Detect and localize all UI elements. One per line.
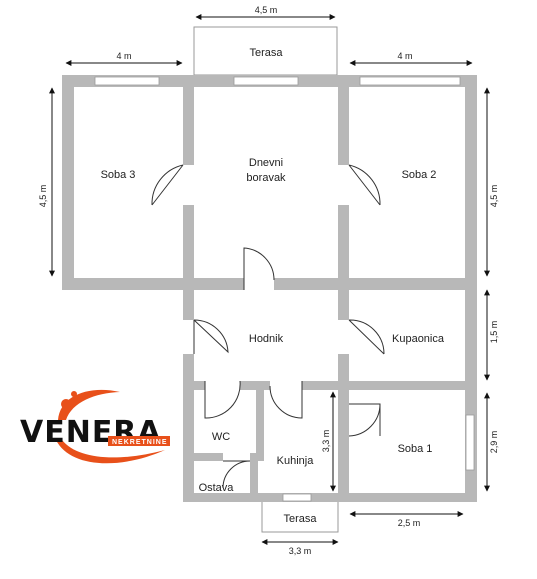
- room-ostava: Ostava: [199, 482, 235, 494]
- dim-soba2-width: 4 m: [397, 51, 412, 61]
- room-soba1: Soba 1: [398, 443, 433, 455]
- dim-kuhinja-height: 3,3 m: [321, 430, 331, 453]
- room-kupaonica: Kupaonica: [392, 333, 445, 345]
- room-hodnik: Hodnik: [249, 333, 284, 345]
- dimension-lines: [49, 14, 490, 545]
- room-dnevni-line2: boravak: [246, 172, 286, 184]
- dim-left-height: 4,5 m: [38, 185, 48, 208]
- dim-right-kupaonica-height: 1,5 m: [489, 321, 499, 344]
- dim-terasa-top-width: 4,5 m: [255, 5, 278, 15]
- dim-soba3-width: 4 m: [116, 51, 131, 61]
- terasa-top: [193, 26, 338, 76]
- logo-tagline: NEKRETNINE: [112, 439, 168, 446]
- doors: [151, 164, 385, 489]
- room-kuhinja: Kuhinja: [277, 455, 315, 467]
- dim-right-soba1-height: 2,9 m: [489, 431, 499, 454]
- room-soba2: Soba 2: [402, 169, 437, 181]
- room-soba3: Soba 3: [101, 169, 136, 181]
- terasa-bottom-label: Terasa: [283, 513, 317, 525]
- room-dnevni-line1: Dnevni: [249, 157, 283, 169]
- terasa-top-label: Terasa: [249, 47, 283, 59]
- room-wc: WC: [212, 431, 230, 443]
- dim-bottom-width: 3,3 m: [289, 546, 312, 556]
- dim-right-top-height: 4,5 m: [489, 185, 499, 208]
- venera-logo: VENERA NEKRETNINE: [20, 389, 170, 464]
- windows: [94, 76, 475, 502]
- dim-soba1-width: 2,5 m: [398, 518, 421, 528]
- terasa-bottom: [261, 499, 339, 533]
